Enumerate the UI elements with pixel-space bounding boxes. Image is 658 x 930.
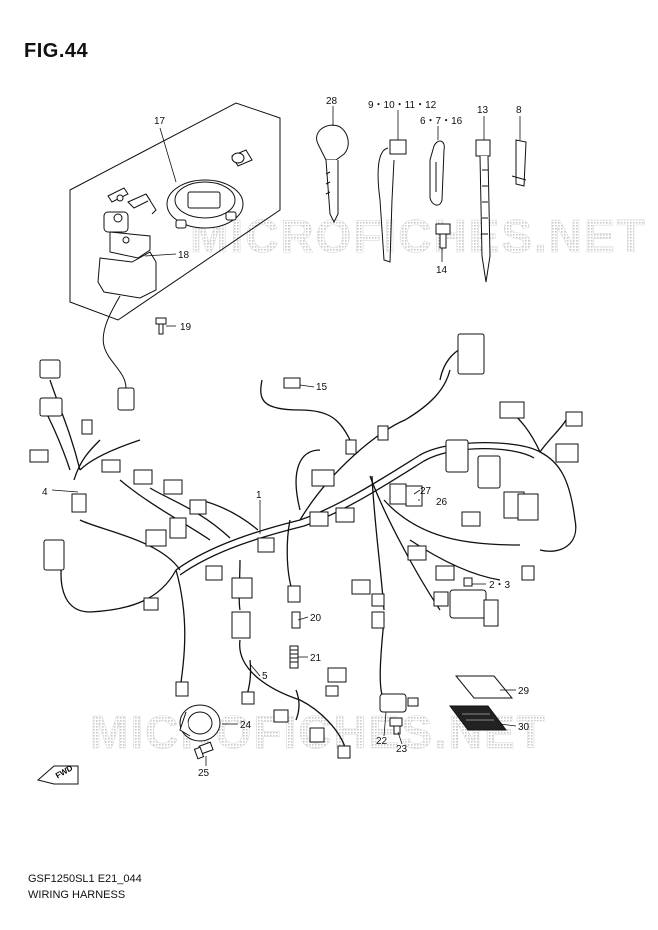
callout-29: 29 xyxy=(518,686,530,697)
callout-23: 23 xyxy=(396,744,408,755)
ignition-switch xyxy=(97,187,157,299)
callout-20: 20 xyxy=(310,613,322,624)
label-sticker-30 xyxy=(449,705,507,731)
callout-22: 22 xyxy=(376,736,388,747)
callout-1: 1 xyxy=(256,490,262,501)
ignition-kit-box xyxy=(69,102,281,321)
callout-6-7-16: 6・7・16 xyxy=(420,116,463,127)
callout-4: 4 xyxy=(42,487,48,498)
bolt xyxy=(435,223,451,249)
label-sticker-29 xyxy=(454,675,514,699)
callout-24: 24 xyxy=(240,720,252,731)
watermark-top: MICROFICHES.NET xyxy=(190,210,647,263)
callout-2-3: 2・3 xyxy=(489,580,511,591)
horn xyxy=(179,704,221,742)
figure-title: FIG.44 xyxy=(24,40,89,62)
leader-lines xyxy=(51,106,521,766)
bracket-clamp xyxy=(511,139,527,187)
fwd-arrow: FWD xyxy=(36,763,79,785)
callout-18: 18 xyxy=(178,250,190,261)
callout-17: 17 xyxy=(154,116,166,127)
cable-tie xyxy=(475,139,491,283)
callout-15: 15 xyxy=(316,382,328,393)
diagram-code: GSF1250SL1 E21_044 xyxy=(28,873,142,885)
switch-bolt xyxy=(389,717,403,735)
fuel-cap xyxy=(166,179,244,229)
callout-8: 8 xyxy=(516,105,522,116)
callout-26: 26 xyxy=(436,497,448,508)
key xyxy=(316,124,349,224)
horn-bolt xyxy=(193,741,214,760)
callout-25: 25 xyxy=(198,768,210,779)
callout-numbers: 17 18 19 28 9・10・11・12 6・7・16 13 8 14 15… xyxy=(42,96,530,779)
callout-5: 5 xyxy=(262,671,268,682)
ignition-lead xyxy=(102,295,135,411)
callout-13: 13 xyxy=(477,105,489,116)
callout-9-12: 9・10・11・12 xyxy=(368,100,437,111)
harness-connectors xyxy=(29,333,583,759)
callout-19: 19 xyxy=(180,322,192,333)
spring-clip xyxy=(289,645,299,669)
callout-14: 14 xyxy=(436,265,448,276)
diagram-name: WIRING HARNESS xyxy=(28,889,126,901)
callout-21: 21 xyxy=(310,653,322,664)
seat-lock-cylinder xyxy=(231,149,253,167)
callout-28: 28 xyxy=(326,96,338,107)
callout-30: 30 xyxy=(518,722,530,733)
svg-text:MICROFICHES.NET: MICROFICHES.NET xyxy=(190,210,647,262)
harness-clamp xyxy=(429,140,445,206)
ignition-screw xyxy=(155,317,167,335)
callout-27: 27 xyxy=(420,486,432,497)
